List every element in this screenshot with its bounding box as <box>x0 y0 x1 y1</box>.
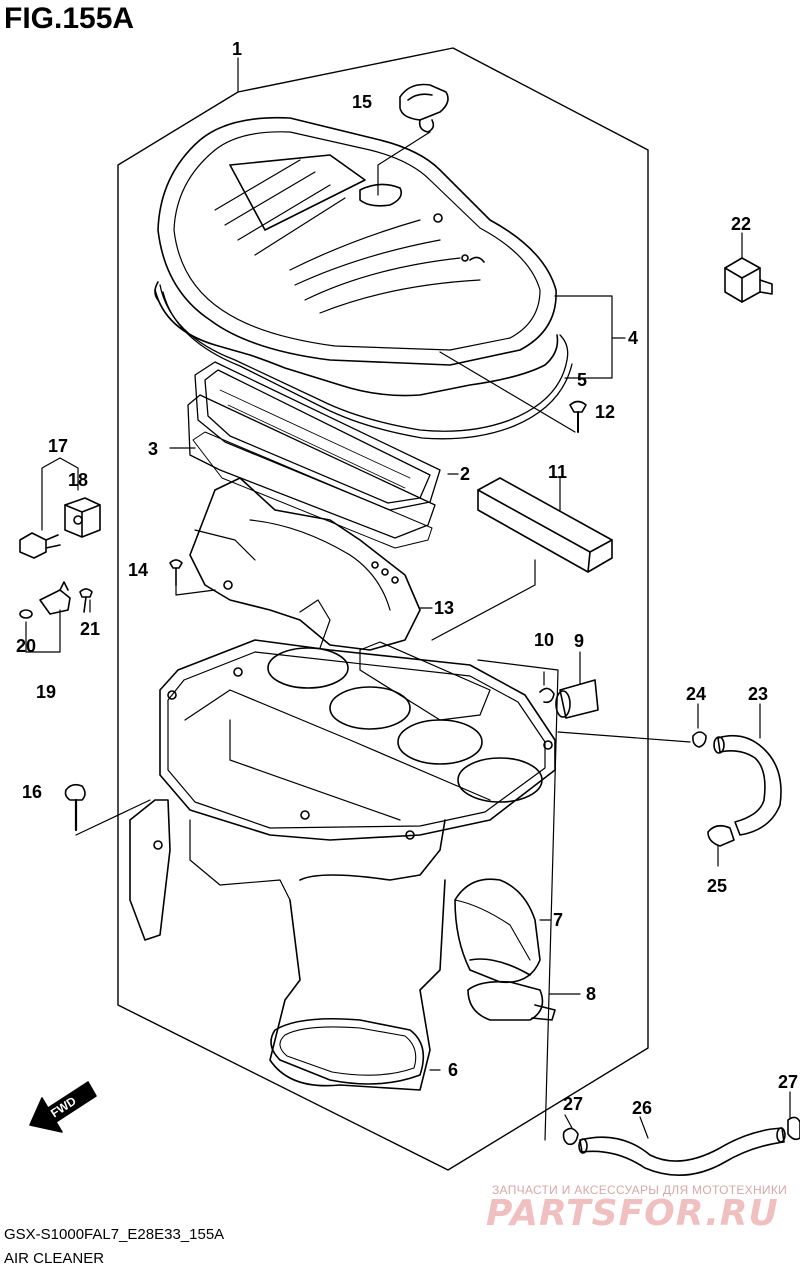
screw-part-21[interactable] <box>79 588 93 613</box>
label-part-25: 25 <box>707 876 727 896</box>
label-part-18: 18 <box>68 470 88 490</box>
sensor-part-17[interactable] <box>19 532 61 559</box>
watermark-logo: PARTSFOR.RU <box>486 1193 779 1234</box>
label-part-27-left: 27 <box>563 1094 583 1114</box>
part-labels: 1 2 3 4 5 6 7 8 9 10 11 12 13 14 15 16 1… <box>16 39 798 1120</box>
clamp-part-24[interactable] <box>692 731 707 748</box>
label-part-3: 3 <box>148 439 158 459</box>
label-part-9: 9 <box>574 631 584 651</box>
fwd-arrow-icon <box>29 1081 97 1133</box>
label-part-5: 5 <box>577 370 587 390</box>
breather-hose-part-26[interactable] <box>578 1127 786 1176</box>
label-part-27-right: 27 <box>778 1072 798 1092</box>
leader-line <box>439 351 576 433</box>
hose-part-23[interactable] <box>713 734 782 836</box>
label-part-13: 13 <box>434 598 454 618</box>
label-part-2: 2 <box>460 464 470 484</box>
clamp-part-8[interactable] <box>467 980 556 1021</box>
label-part-7: 7 <box>553 910 563 930</box>
bolt-part-16[interactable] <box>64 783 86 832</box>
air-cleaner-case-part-6[interactable] <box>129 639 556 1091</box>
section-name: AIR CLEANER <box>4 1250 105 1267</box>
leader-line <box>175 584 216 596</box>
rubber-holder-part-18[interactable] <box>64 497 101 538</box>
label-part-1: 1 <box>232 39 242 59</box>
label-part-11: 11 <box>548 462 567 482</box>
filter-frame-part-3[interactable] <box>187 394 436 549</box>
leader-lines <box>25 57 791 1141</box>
label-part-26: 26 <box>632 1098 652 1118</box>
label-part-24: 24 <box>686 684 706 704</box>
label-part-6: 6 <box>448 1060 458 1080</box>
label-part-4: 4 <box>628 328 638 348</box>
label-part-8: 8 <box>586 984 596 1004</box>
air-cleaner-cap-part-4[interactable] <box>154 116 559 397</box>
label-part-21: 21 <box>80 619 100 639</box>
cap-seal-part-5[interactable] <box>159 284 573 440</box>
o-ring-part-20[interactable] <box>19 609 33 619</box>
sensor-part-19[interactable] <box>39 581 71 615</box>
assembly-boundary <box>117 47 649 1171</box>
screw-part-14[interactable] <box>169 559 183 586</box>
figure-title: FIG.155A <box>4 2 135 35</box>
label-part-22: 22 <box>731 214 751 234</box>
watermark-tagline: ЗАПЧАСТИ И АКСЕССУАРЫ ДЛЯ МОТОТЕХНИКИ <box>492 1183 788 1197</box>
label-part-23: 23 <box>748 684 768 704</box>
screw-part-12[interactable] <box>569 400 587 433</box>
clamp-part-25[interactable] <box>707 824 735 847</box>
label-part-16: 16 <box>22 782 42 802</box>
clamp-part-27-left[interactable] <box>562 1127 579 1146</box>
label-part-17: 17 <box>48 436 68 456</box>
intake-duct-part-13[interactable] <box>189 477 421 651</box>
sensor-part-22[interactable] <box>724 257 773 303</box>
air-filter-element-part-2[interactable] <box>194 361 441 511</box>
pipe-part-9[interactable] <box>555 679 599 719</box>
leader-line <box>377 131 431 196</box>
clamp-part-27-right[interactable] <box>787 1116 800 1141</box>
label-part-20: 20 <box>16 636 36 656</box>
clip-part-10[interactable] <box>539 687 555 704</box>
label-part-19: 19 <box>36 682 56 702</box>
model-code: GSX-S1000FAL7_E28E33_155A <box>4 1226 225 1243</box>
plug-part-15[interactable] <box>399 83 449 133</box>
label-part-14: 14 <box>128 560 148 580</box>
intake-boot-part-7[interactable] <box>454 878 541 984</box>
filter-sponge-part-11[interactable] <box>477 477 613 573</box>
label-part-12: 12 <box>595 402 615 422</box>
leader-line <box>75 799 151 836</box>
label-part-15: 15 <box>352 92 372 112</box>
label-part-10: 10 <box>534 630 554 650</box>
